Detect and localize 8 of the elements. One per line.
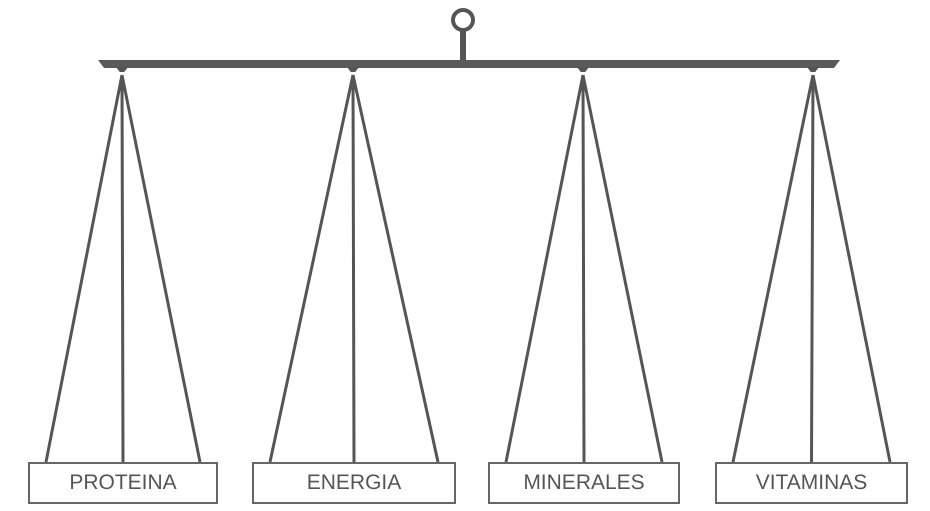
label-box: PROTEINA xyxy=(28,462,218,504)
hanging-cords xyxy=(732,74,892,464)
label-box: ENERGIA xyxy=(252,462,456,504)
label-box: VITAMINAS xyxy=(715,462,908,504)
hanging-cords xyxy=(504,74,664,464)
hanging-cords xyxy=(44,74,202,464)
hanging-cords xyxy=(268,74,440,464)
label-box: MINERALES xyxy=(488,462,680,504)
